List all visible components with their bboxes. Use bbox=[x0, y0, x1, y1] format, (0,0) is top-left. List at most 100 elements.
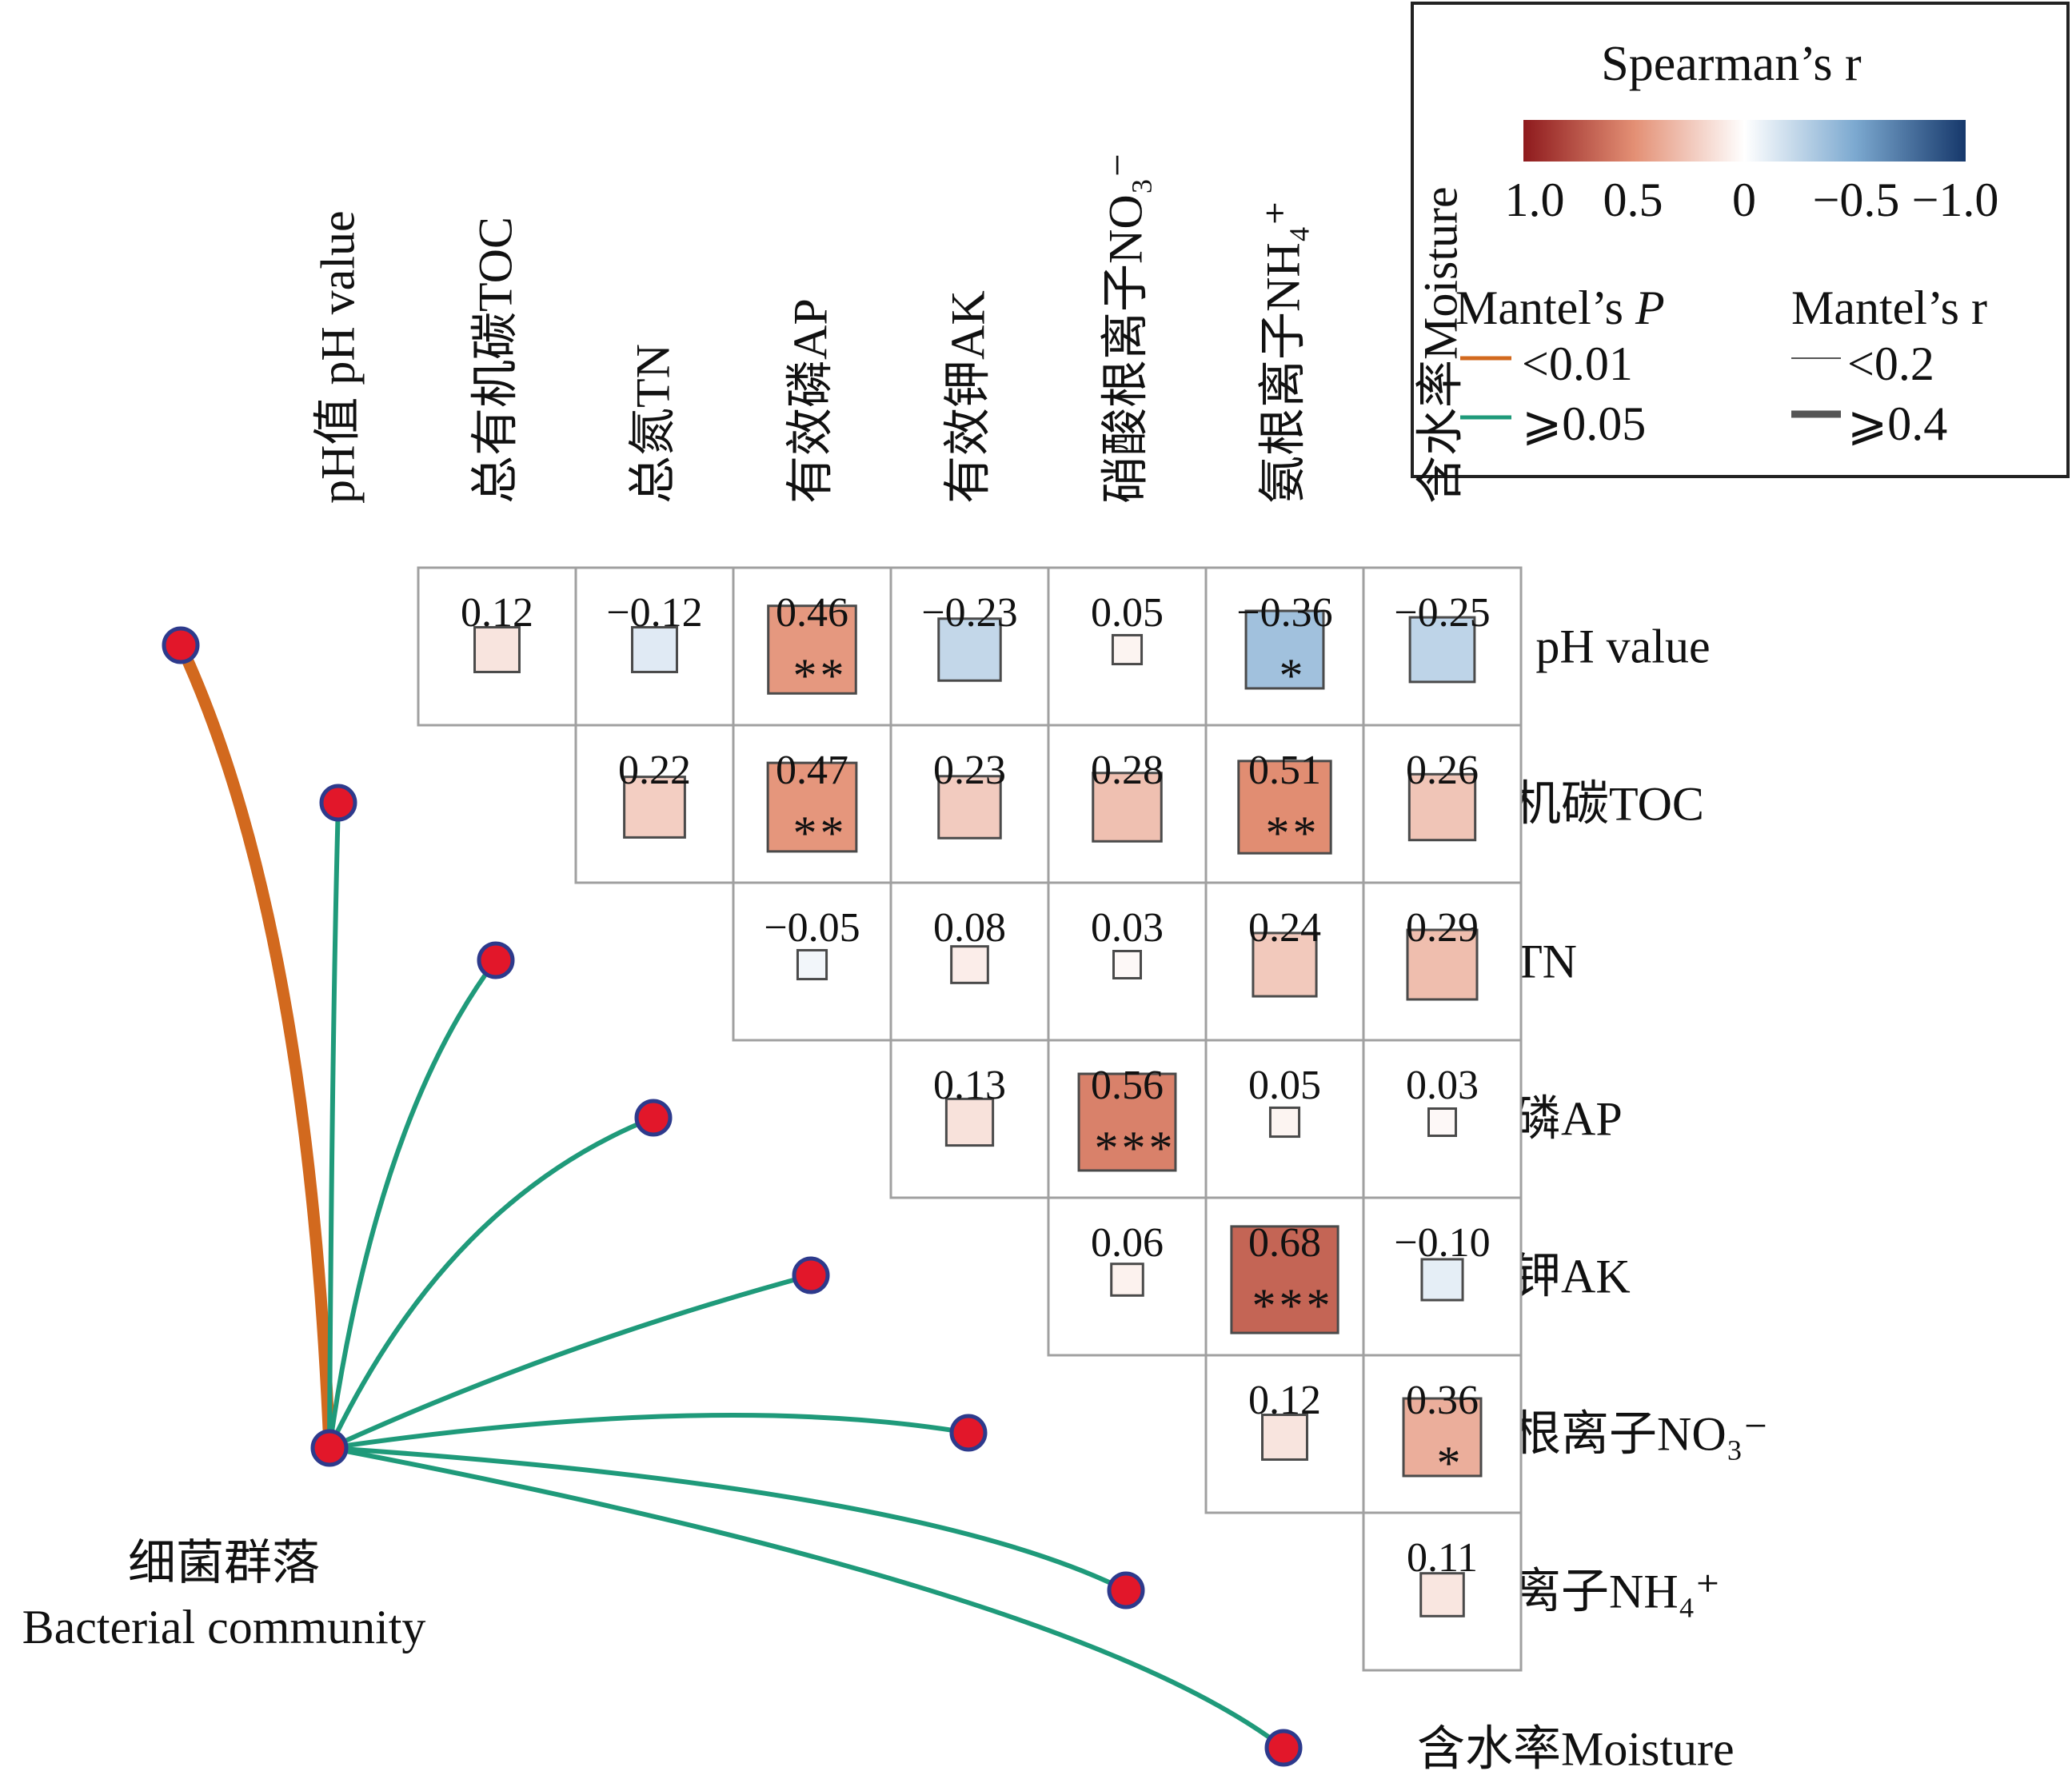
correlation-square bbox=[1110, 1262, 1144, 1297]
correlation-value: 0.03 bbox=[1406, 1063, 1479, 1108]
matrix-cell: −0.25 bbox=[1362, 566, 1523, 727]
correlation-square bbox=[950, 945, 989, 984]
mantel-link bbox=[327, 1446, 1286, 1750]
correlation-value: 0.51 bbox=[1248, 748, 1321, 793]
correlation-square bbox=[944, 1097, 995, 1147]
variable-node bbox=[477, 941, 515, 979]
column-label: 总有机碳TOC bbox=[469, 217, 522, 504]
colorbar-tick-label: 1.0 bbox=[1505, 174, 1565, 226]
correlation-square bbox=[1406, 928, 1479, 1001]
mantel-r-title: Mantel’s r bbox=[1791, 281, 1987, 334]
legend-frame bbox=[1411, 2, 2070, 478]
significance-stars: ** bbox=[793, 649, 848, 702]
correlation-value: 0.46 bbox=[776, 590, 848, 636]
cell-border bbox=[417, 566, 577, 727]
correlation-value: 0.06 bbox=[1091, 1220, 1164, 1266]
matrix-cell: −0.10 bbox=[1362, 1196, 1523, 1357]
matrix-cell: 0.05 bbox=[1047, 566, 1208, 727]
correlation-value: −0.05 bbox=[764, 905, 860, 951]
mantel-p-high-label: ⩾0.05 bbox=[1522, 397, 1646, 450]
correlation-square bbox=[767, 604, 857, 695]
matrix-cell: 0.12 bbox=[417, 566, 577, 727]
correlation-value: −0.12 bbox=[606, 590, 702, 636]
mantel-link bbox=[174, 639, 336, 1454]
legend-title: Spearman’s r bbox=[1601, 37, 1862, 91]
matrix-cell: −0.05 bbox=[732, 881, 892, 1042]
correlation-value: 0.13 bbox=[933, 1063, 1006, 1108]
correlation-value: 0.12 bbox=[461, 590, 533, 636]
matrix-cell: 0.56*** bbox=[1047, 1039, 1208, 1199]
correlation-value: 0.03 bbox=[1091, 905, 1164, 951]
correlation-square bbox=[1092, 772, 1163, 843]
matrix-cell: −0.36 * bbox=[1204, 566, 1365, 727]
mantel-r-thin-label: <0.2 bbox=[1847, 337, 1934, 390]
mantel-nodes bbox=[162, 626, 1303, 1767]
mantel-p-title: Mantel’s P bbox=[1455, 281, 1665, 334]
correlation-square bbox=[1237, 760, 1332, 855]
row-label: 含水率Moisture bbox=[1417, 1723, 1735, 1776]
variable-node bbox=[1107, 1571, 1145, 1609]
correlation-square bbox=[1112, 950, 1142, 979]
variable-node bbox=[1264, 1729, 1303, 1767]
correlation-square bbox=[1261, 1414, 1308, 1461]
correlation-value: 0.36 bbox=[1406, 1378, 1479, 1423]
matrix-cell: 0.03 bbox=[1047, 881, 1208, 1042]
matrix-cell: 0.23 bbox=[889, 724, 1050, 884]
matrix-cell: 0.03 bbox=[1362, 1039, 1523, 1199]
colorbar-tick-label: −0.5 bbox=[1813, 174, 1900, 226]
column-label: 有效钾AK bbox=[942, 290, 995, 504]
correlation-square bbox=[937, 617, 1002, 682]
correlation-square bbox=[937, 775, 1002, 840]
correlation-square bbox=[1111, 633, 1144, 666]
significance-stars: *** bbox=[1252, 1279, 1334, 1332]
source-label-cn: 细菌群落 bbox=[128, 1537, 320, 1590]
correlation-value: 0.29 bbox=[1406, 905, 1479, 951]
source-label: 细菌群落 Bacterial community bbox=[22, 1537, 426, 1653]
correlation-square bbox=[1420, 1258, 1464, 1302]
source-label-en: Bacterial community bbox=[22, 1601, 426, 1653]
correlation-square bbox=[1230, 1225, 1339, 1334]
colorbar-tick-label: 0 bbox=[1732, 174, 1756, 226]
matrix-cell: 0.11 bbox=[1362, 1511, 1523, 1672]
correlation-value: 0.24 bbox=[1248, 905, 1321, 951]
correlation-value: 0.26 bbox=[1406, 748, 1479, 793]
column-label: 有效磷AP bbox=[784, 298, 837, 504]
significance-stars: * bbox=[1280, 649, 1307, 702]
matrix-cell: 0.51** bbox=[1204, 724, 1365, 884]
mantel-link bbox=[327, 800, 341, 1450]
matrix-cell: 0.08 bbox=[889, 881, 1050, 1042]
mantel-links bbox=[174, 639, 1286, 1750]
matrix-cell: 0.24 bbox=[1204, 881, 1365, 1042]
correlation-value: 0.47 bbox=[776, 748, 848, 793]
correlation-square bbox=[1402, 1397, 1483, 1478]
matrix-cell: 0.13 bbox=[889, 1039, 1050, 1199]
column-label: 总氮TN bbox=[627, 344, 680, 504]
mantel-p-low-label: <0.01 bbox=[1522, 337, 1633, 390]
correlation-value: −0.36 bbox=[1236, 590, 1332, 636]
correlation-square bbox=[623, 776, 686, 839]
variable-node bbox=[319, 784, 357, 822]
matrix-cell: −0.23 bbox=[889, 566, 1050, 727]
matrix-cell: 0.05 bbox=[1204, 1039, 1365, 1199]
correlation-value: −0.23 bbox=[921, 590, 1017, 636]
correlation-square bbox=[1419, 1572, 1465, 1617]
correlation-value: 0.08 bbox=[933, 905, 1006, 951]
correlation-square bbox=[1252, 931, 1318, 998]
correlation-square bbox=[766, 761, 858, 853]
correlation-value: 0.11 bbox=[1407, 1535, 1478, 1581]
correlation-square bbox=[1408, 616, 1476, 684]
correlation-square bbox=[473, 626, 521, 673]
matrix-cell: 0.12 bbox=[1204, 1354, 1365, 1514]
colorbar-tick-label: −1.0 bbox=[1912, 174, 1999, 226]
correlation-square bbox=[631, 626, 678, 673]
correlation-value: −0.10 bbox=[1394, 1220, 1490, 1266]
matrix-cell: −0.12 bbox=[574, 566, 735, 727]
matrix-cell: 0.46 ** bbox=[732, 566, 892, 727]
mantel-link bbox=[327, 1446, 1128, 1593]
mantel-link bbox=[327, 1115, 656, 1450]
significance-stars: * bbox=[1437, 1437, 1464, 1490]
correlation-value: 0.05 bbox=[1091, 590, 1164, 636]
